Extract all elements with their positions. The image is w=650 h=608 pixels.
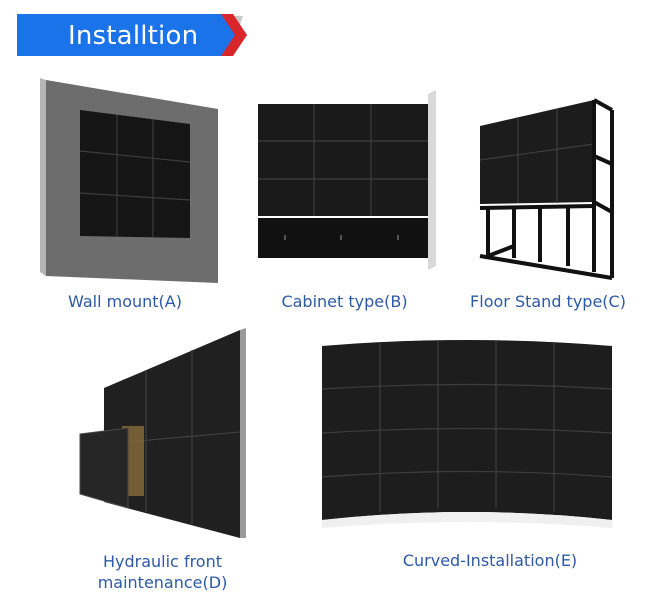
- cabinet-label: Cabinet type(B): [281, 292, 408, 311]
- hydraulic-item: [79, 324, 250, 540]
- hydraulic-image: [79, 328, 246, 538]
- wall-mount-item: [40, 74, 220, 284]
- floor-stand-item: [474, 96, 624, 286]
- banner-shape: [17, 14, 247, 56]
- cabinet-item: [256, 90, 436, 270]
- wall-mount-image: [40, 78, 218, 283]
- cabinet-image: [258, 90, 436, 270]
- wall-mount-label: Wall mount(A): [68, 292, 182, 311]
- floor-stand-label: Floor Stand type(C): [470, 292, 626, 311]
- hydraulic-label-line2: maintenance(D): [97, 573, 228, 592]
- curved-item: [320, 340, 614, 530]
- floor-stand-image: [479, 98, 614, 280]
- section-banner: Installtion: [17, 14, 249, 58]
- hydraulic-label-line1: Hydraulic front: [102, 552, 222, 571]
- page-title: Installtion: [68, 21, 199, 51]
- curved-image: [321, 340, 613, 528]
- curved-label: Curved-Installation(E): [402, 551, 578, 570]
